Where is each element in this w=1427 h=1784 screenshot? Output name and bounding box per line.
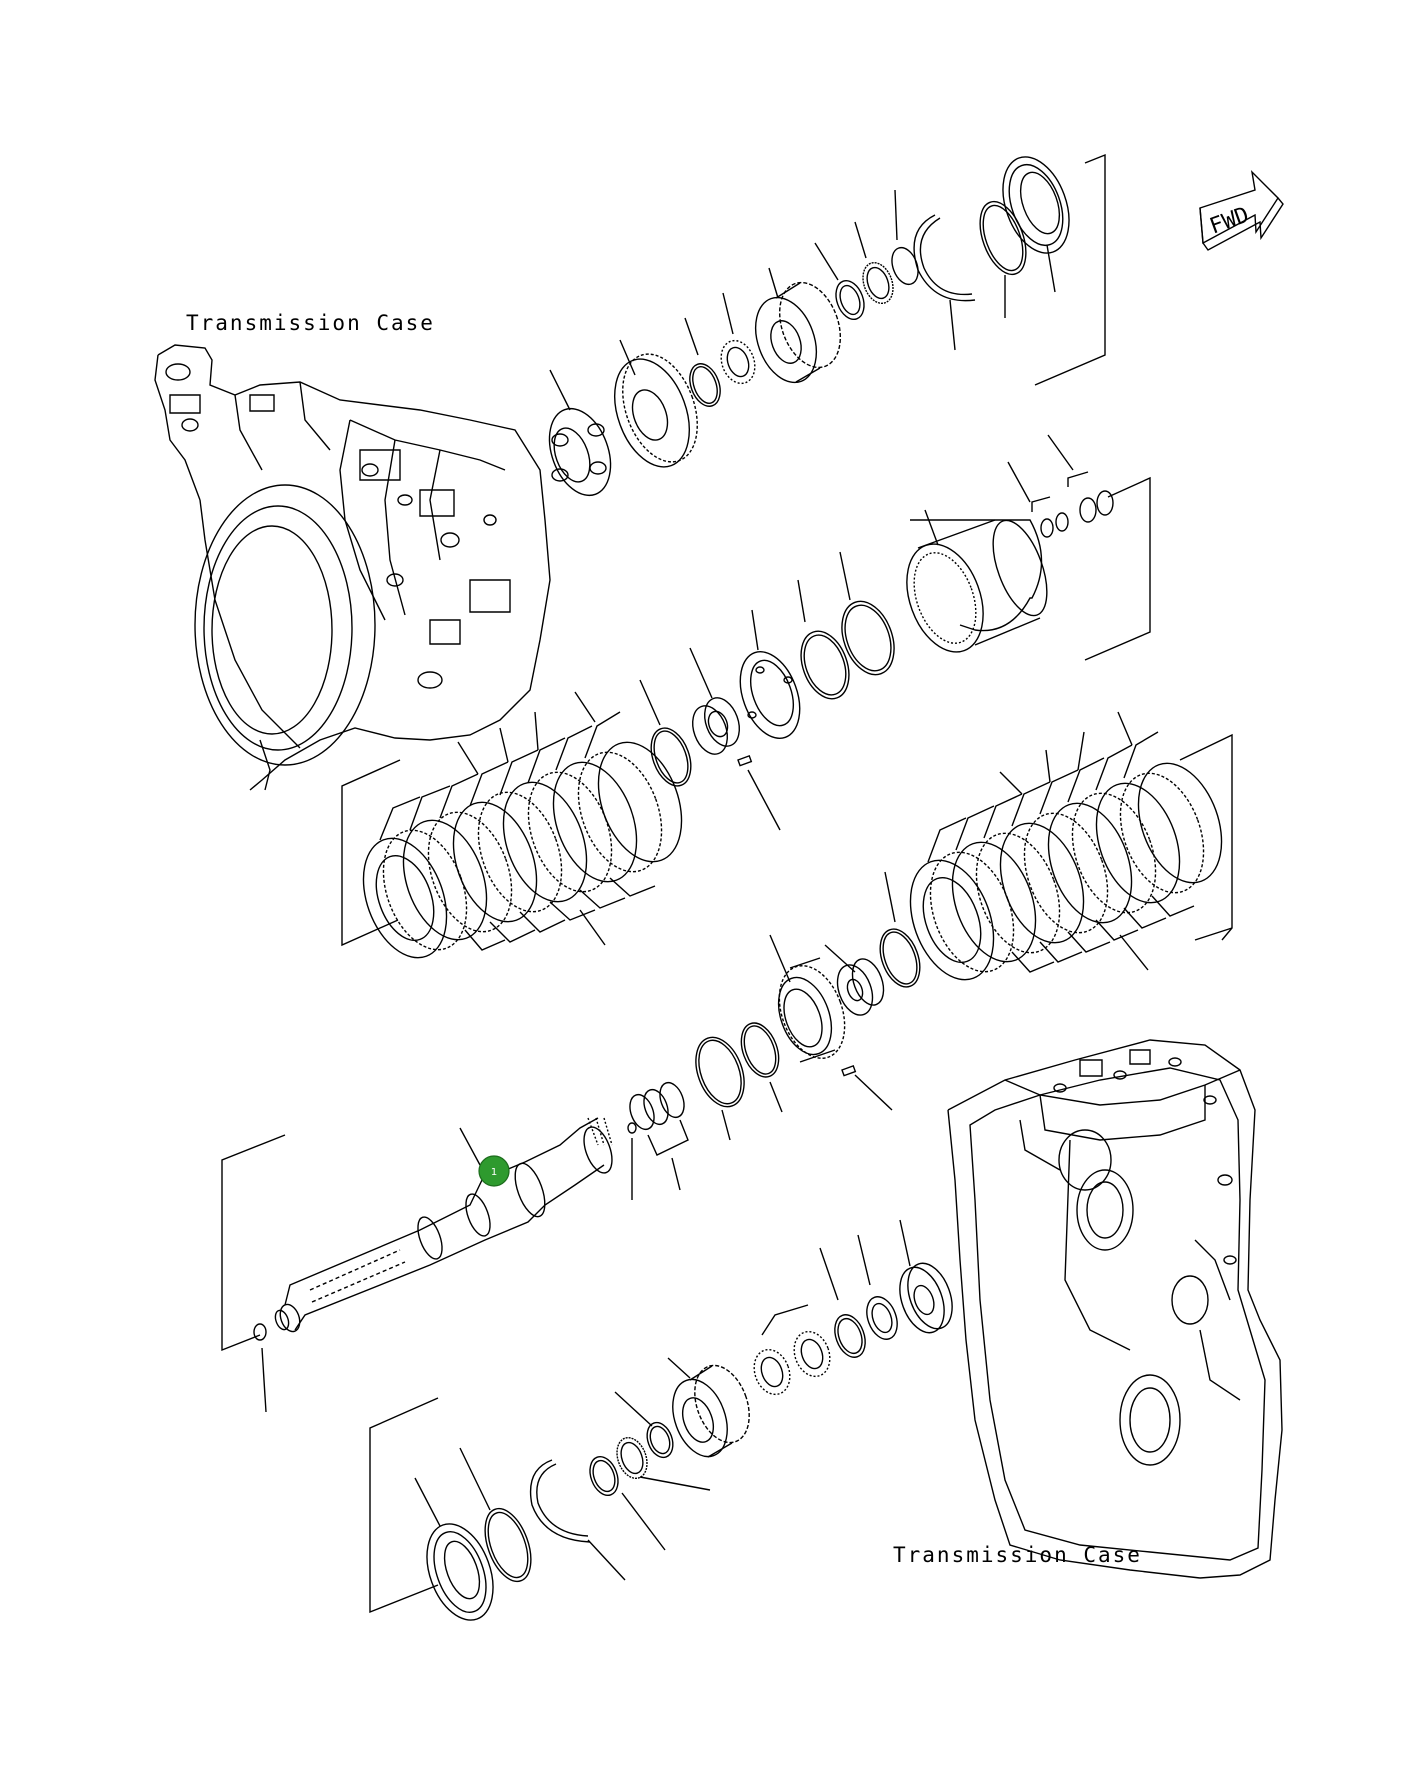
part-marker-1-number: 1 — [491, 1167, 497, 1178]
transmission-case-upper — [155, 345, 550, 790]
main-shaft — [222, 1118, 617, 1412]
part-marker-1[interactable]: 1 — [478, 1155, 510, 1187]
transmission-case-lower — [948, 1040, 1282, 1578]
middle-assembly-row — [626, 872, 928, 1200]
right-clutch-pack — [895, 712, 1237, 991]
clutch-drum-row — [640, 435, 1150, 830]
left-clutch-pack — [342, 692, 697, 969]
transmission-case-upper-label: Transmission Case — [186, 311, 435, 335]
fwd-arrow-icon — [1200, 172, 1283, 250]
upper-assembly-row — [538, 148, 1105, 504]
transmission-case-lower-label: Transmission Case — [893, 1543, 1142, 1567]
lower-assembly-row — [370, 1220, 960, 1629]
